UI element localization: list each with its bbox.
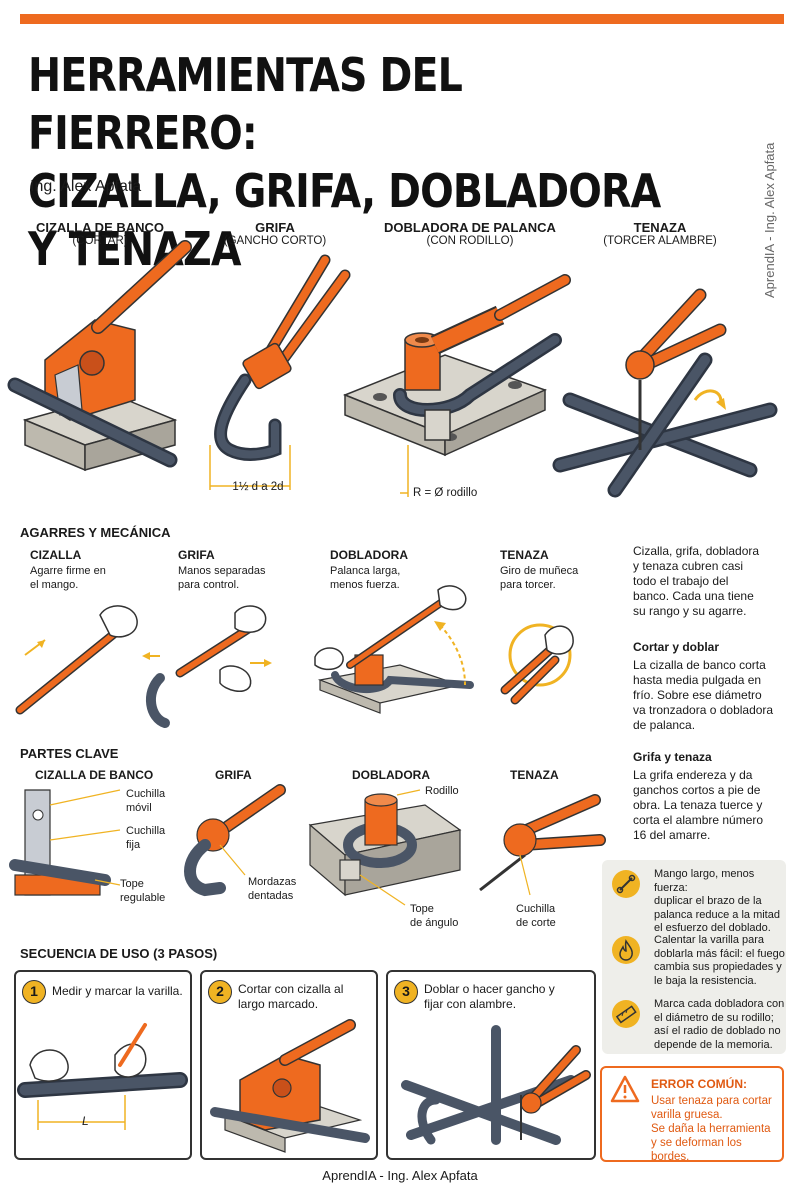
step-3-number: 3 bbox=[394, 980, 418, 1004]
parts-cizalla-illustration bbox=[9, 789, 121, 896]
warning-icon bbox=[610, 1075, 640, 1103]
grifa-dimension: 1½ d a 2d bbox=[232, 481, 284, 493]
step-1-text: Medir y marcar la varilla. bbox=[52, 984, 183, 998]
parts-grifa-illustration bbox=[184, 784, 286, 897]
tool-heading-grifa: GRIFA(GANCHO CORTO) bbox=[223, 220, 327, 247]
page-title: HERRAMIENTAS DEL FIERRERO: CIZALLA, GRIF… bbox=[28, 48, 661, 276]
grip-dobladora-illustration bbox=[314, 585, 474, 714]
tenaza-illustration bbox=[552, 288, 778, 498]
grip-name-grifa: GRIFA bbox=[178, 548, 215, 562]
grip-name-tenaza: TENAZA bbox=[500, 548, 549, 562]
tool-heading-dobladora: DOBLADORA DE PALANCA(CON RODILLO) bbox=[384, 220, 556, 247]
tip-lever: Mango largo, menos fuerza:duplicar el br… bbox=[654, 868, 780, 934]
step-3-illustration bbox=[401, 1025, 591, 1145]
grip-cizalla-illustration bbox=[15, 605, 138, 715]
parts-head-grifa: GRIFA bbox=[215, 768, 252, 782]
step-1-illustration bbox=[17, 1023, 188, 1130]
bench-shear-illustration bbox=[7, 240, 192, 472]
side-credit: AprendIA - Ing. Alex Apfata bbox=[762, 142, 777, 298]
step-1-number: 1 bbox=[22, 980, 46, 1004]
bender-dimension: R = Ø rodillo bbox=[413, 487, 478, 499]
section-title-grips: AGARRES Y MECÁNICA bbox=[20, 525, 171, 540]
parts-head-cizalla: CIZALLA DE BANCO bbox=[35, 768, 154, 782]
length-label: L bbox=[82, 1114, 89, 1128]
grip-tenaza-illustration bbox=[500, 623, 574, 705]
parts-head-dobladora: DOBLADORA bbox=[352, 768, 430, 782]
grifa-illustration bbox=[209, 254, 351, 490]
label-roller: Rodillo bbox=[425, 785, 459, 797]
lever-bender-illustration bbox=[342, 274, 571, 497]
parts-dobladora-illustration bbox=[308, 789, 462, 906]
step-2-number: 2 bbox=[208, 980, 232, 1004]
author: Ing. Alex Apfata bbox=[30, 178, 142, 195]
lever-icon bbox=[612, 870, 640, 898]
grip-name-cizalla: CIZALLA bbox=[30, 548, 82, 562]
grip-name-dobladora: DOBLADORA bbox=[330, 548, 408, 562]
grip-grifa-illustration bbox=[142, 605, 272, 728]
flame-icon bbox=[612, 936, 640, 964]
grip-desc-dobladora: Palanca larga,menos fuerza. bbox=[330, 565, 401, 591]
parts-tenaza-illustration bbox=[479, 794, 606, 896]
parts-head-tenaza: TENAZA bbox=[510, 768, 559, 782]
top-accent-bar bbox=[20, 14, 784, 24]
step-2-illustration bbox=[210, 1019, 370, 1153]
info-cut-title: Cortar y doblar bbox=[633, 640, 720, 654]
error-title: ERROR COMÚN: bbox=[651, 1077, 747, 1091]
common-error-box bbox=[600, 1066, 784, 1162]
section-title-sequence: SECUENCIA DE USO (3 PASOS) bbox=[20, 946, 218, 961]
ruler-icon bbox=[612, 1000, 640, 1028]
section-title-parts: PARTES CLAVE bbox=[20, 746, 119, 761]
footer-credit: AprendIA - Ing. Alex Apfata bbox=[322, 1168, 478, 1183]
tool-heading-cizalla: CIZALLA DE BANCO(CORTAR) bbox=[35, 220, 165, 247]
info-grifa-title: Grifa y tenaza bbox=[633, 750, 712, 764]
tool-heading-tenaza: TENAZA(TORCER ALAMBRE) bbox=[603, 220, 717, 247]
